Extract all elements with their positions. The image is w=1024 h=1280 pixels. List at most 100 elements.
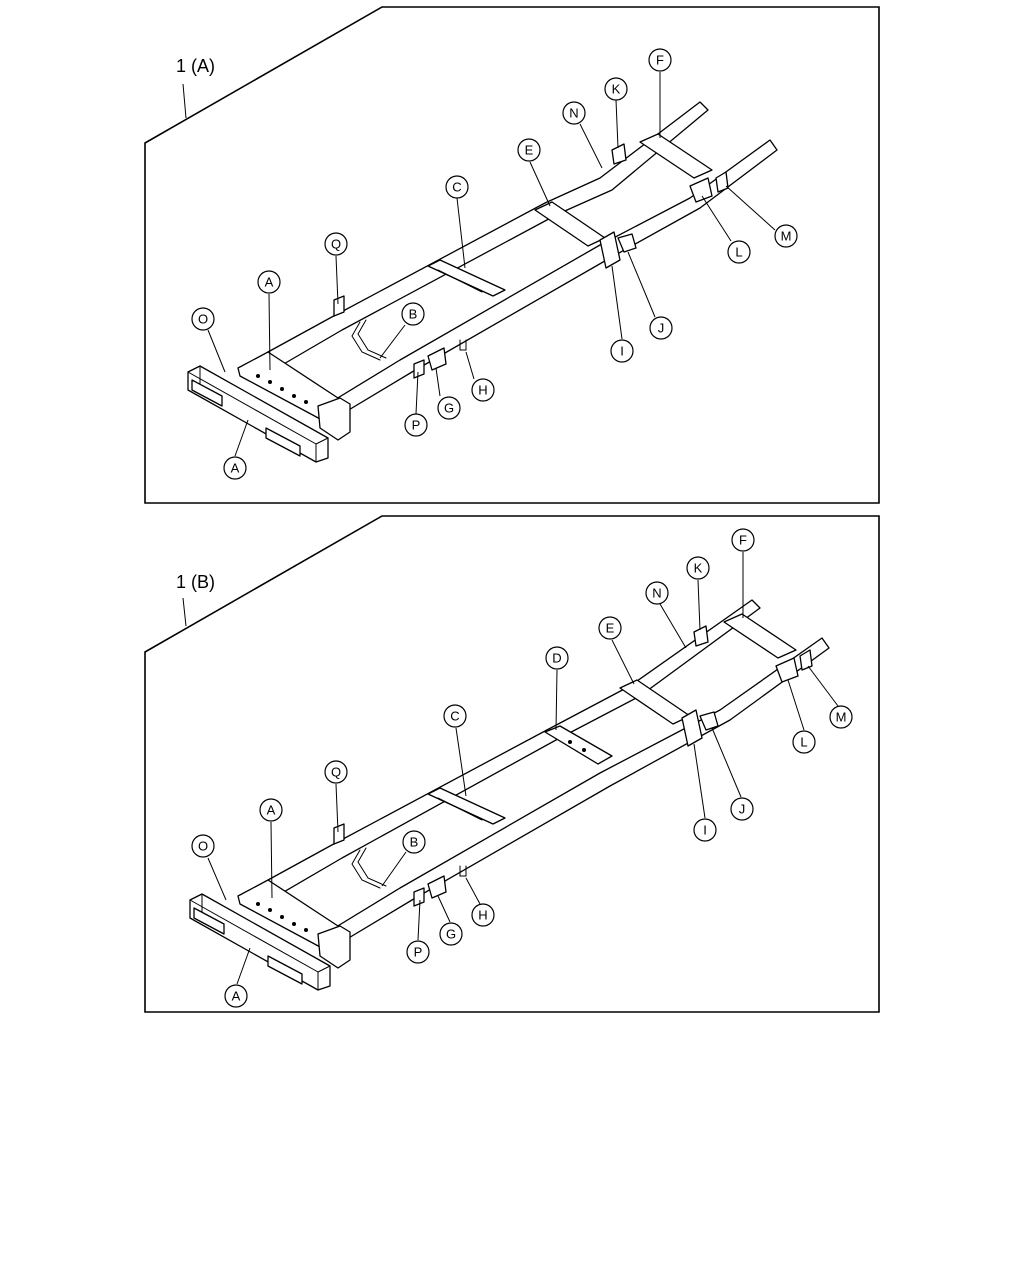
svg-text:Q: Q (331, 765, 341, 780)
panel-a-callouts: A A B C E F G H I J K L M N O P Q (191, 48, 798, 480)
crossmember-c-edge (437, 797, 483, 821)
bumper-pad-left (193, 907, 225, 935)
svg-text:J: J (658, 321, 665, 336)
svg-text:B: B (410, 835, 419, 850)
svg-text:H: H (478, 383, 487, 398)
right-side-rail (317, 637, 830, 949)
bracket-h (459, 339, 467, 351)
svg-text:B: B (409, 307, 418, 322)
callout-a-top: A (257, 270, 281, 294)
svg-text:A: A (231, 461, 240, 476)
svg-text:O: O (198, 312, 208, 327)
bracket-g (427, 347, 447, 371)
rear-hanger-m (799, 649, 813, 671)
callout-o: O (191, 307, 215, 331)
crossmember-c (427, 787, 506, 825)
crossmember-d (544, 725, 613, 765)
svg-text:G: G (444, 401, 454, 416)
callout-c: C (445, 175, 469, 199)
bumper-pad-right (265, 427, 301, 457)
chassis-frame-b (189, 599, 830, 991)
svg-text:P: P (414, 945, 423, 960)
spring-hanger-i (599, 231, 621, 269)
callout-k: K (686, 556, 710, 580)
svg-text:E: E (525, 143, 534, 158)
svg-text:A: A (265, 275, 274, 290)
svg-text:K: K (612, 82, 621, 97)
panel-b-leaders (207, 552, 839, 985)
callout-i: I (693, 818, 717, 842)
callout-p: P (404, 413, 428, 437)
callout-o: O (191, 834, 215, 858)
panel-b-label: 1 (B) (176, 572, 215, 592)
svg-text:M: M (781, 229, 792, 244)
bracket-h (459, 865, 467, 877)
callout-n: N (645, 581, 669, 605)
callout-h: H (471, 378, 495, 402)
crossmember-c (427, 259, 506, 297)
svg-text:M: M (836, 710, 847, 725)
bumper-edges (189, 893, 331, 991)
bracket-g (427, 875, 447, 899)
callout-g: G (439, 922, 463, 946)
callout-f: F (731, 528, 755, 552)
svg-text:Q: Q (331, 237, 341, 252)
callout-d: D (545, 646, 569, 670)
crossmember-f (723, 613, 797, 659)
callout-a-bottom: A (224, 984, 248, 1008)
svg-text:G: G (446, 927, 456, 942)
svg-text:N: N (569, 106, 578, 121)
panel-b: 1 (B) (144, 515, 880, 1013)
svg-text:I: I (703, 823, 707, 838)
bumper-pad-right (267, 955, 303, 985)
bracket-k (611, 143, 627, 165)
svg-text:A: A (232, 989, 241, 1004)
callout-q: Q (324, 232, 348, 256)
panel-a-frame (144, 6, 880, 504)
svg-text:I: I (620, 344, 624, 359)
svg-text:A: A (267, 803, 276, 818)
panel-a-label-leader (182, 83, 187, 119)
spring-hanger-j (699, 711, 719, 731)
panel-b-callouts: A A B C D E F G H I J K L M N O P Q (191, 528, 853, 1008)
rear-hanger-l (689, 177, 713, 203)
panel-a: 1 (A) (144, 6, 880, 504)
crossmember-c-edge (437, 269, 483, 293)
callout-l: L (727, 240, 751, 264)
left-side-rail (267, 101, 709, 366)
bracket-p (413, 887, 425, 907)
callout-j: J (649, 316, 673, 340)
callout-h: H (471, 903, 495, 927)
callout-e: E (598, 616, 622, 640)
svg-text:H: H (478, 908, 487, 923)
svg-text:L: L (735, 245, 742, 260)
bracket-b (351, 847, 387, 889)
svg-text:L: L (800, 735, 807, 750)
spring-hanger-j (617, 233, 637, 253)
svg-text:K: K (694, 561, 703, 576)
right-side-rail (317, 139, 778, 421)
callout-b: B (401, 302, 425, 326)
left-side-rail (267, 599, 761, 894)
callout-i: I (610, 339, 634, 363)
callout-f: F (648, 48, 672, 72)
callout-j: J (730, 797, 754, 821)
svg-text:F: F (656, 53, 664, 68)
callout-n: N (562, 101, 586, 125)
callout-e: E (517, 138, 541, 162)
svg-text:N: N (652, 586, 661, 601)
panel-a-label: 1 (A) (176, 56, 215, 76)
callout-m: M (774, 224, 798, 248)
callout-c: C (443, 704, 467, 728)
svg-text:P: P (412, 418, 421, 433)
callout-m: M (829, 705, 853, 729)
bracket-q (333, 295, 345, 317)
callout-a-top: A (259, 798, 283, 822)
bracket-k (693, 625, 709, 647)
spring-hanger-i (681, 709, 703, 747)
svg-text:C: C (450, 709, 459, 724)
callout-l: L (792, 730, 816, 754)
bumper-edges (187, 365, 329, 463)
panel-a-leaders (207, 72, 776, 457)
